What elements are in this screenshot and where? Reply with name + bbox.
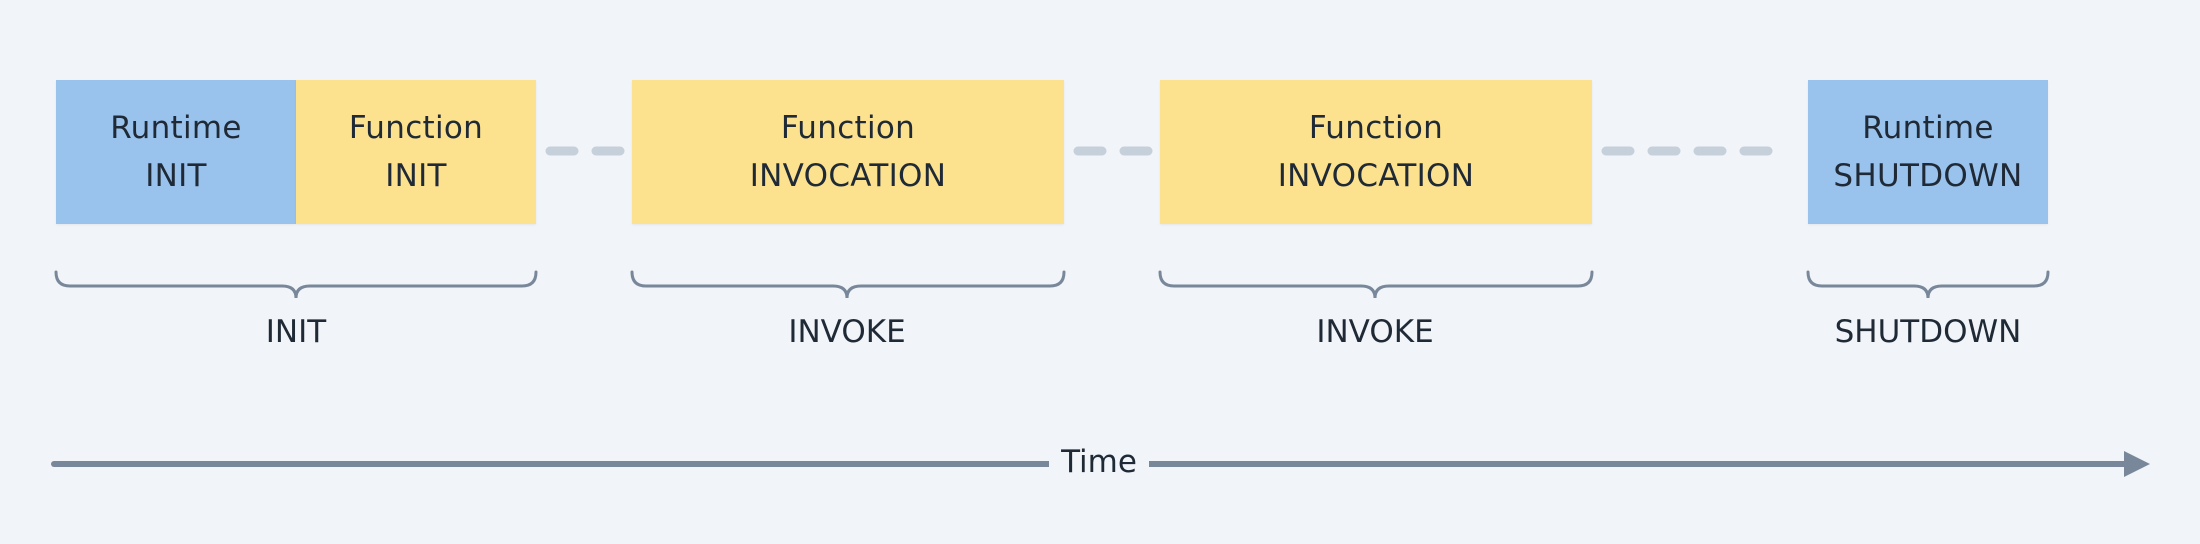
block-subtitle: INVOCATION: [749, 158, 947, 194]
block-title: Function: [348, 110, 484, 146]
block-subtitle: INIT: [385, 158, 447, 194]
phase-label-init: INIT: [265, 314, 327, 350]
block-title: Runtime: [1862, 110, 1994, 146]
phase-label-invoke-1: INVOKE: [788, 314, 906, 350]
function-invocation-block-2: Function INVOCATION: [1160, 80, 1592, 224]
brace-init: [54, 270, 538, 299]
block-title: Function: [1308, 110, 1444, 146]
block-subtitle: INVOCATION: [1277, 158, 1475, 194]
brace-invoke-1: [630, 270, 1066, 299]
runtime-init-block: Runtime INIT: [56, 80, 296, 224]
block-title: Runtime: [110, 110, 242, 146]
phase-label-shutdown: SHUTDOWN: [1834, 314, 2022, 350]
runtime-shutdown-block: Runtime SHUTDOWN: [1808, 80, 2048, 224]
brace-shutdown: [1806, 270, 2050, 299]
arrow-right-icon: [2124, 451, 2150, 477]
block-title: Function: [780, 110, 916, 146]
brace-invoke-2: [1158, 270, 1594, 299]
function-invocation-block-1: Function INVOCATION: [632, 80, 1064, 224]
time-axis-label: Time: [1049, 444, 1149, 480]
block-subtitle: INIT: [145, 158, 207, 194]
phase-label-invoke-2: INVOKE: [1316, 314, 1434, 350]
function-init-block: Function INIT: [296, 80, 536, 224]
block-subtitle: SHUTDOWN: [1833, 158, 2023, 194]
